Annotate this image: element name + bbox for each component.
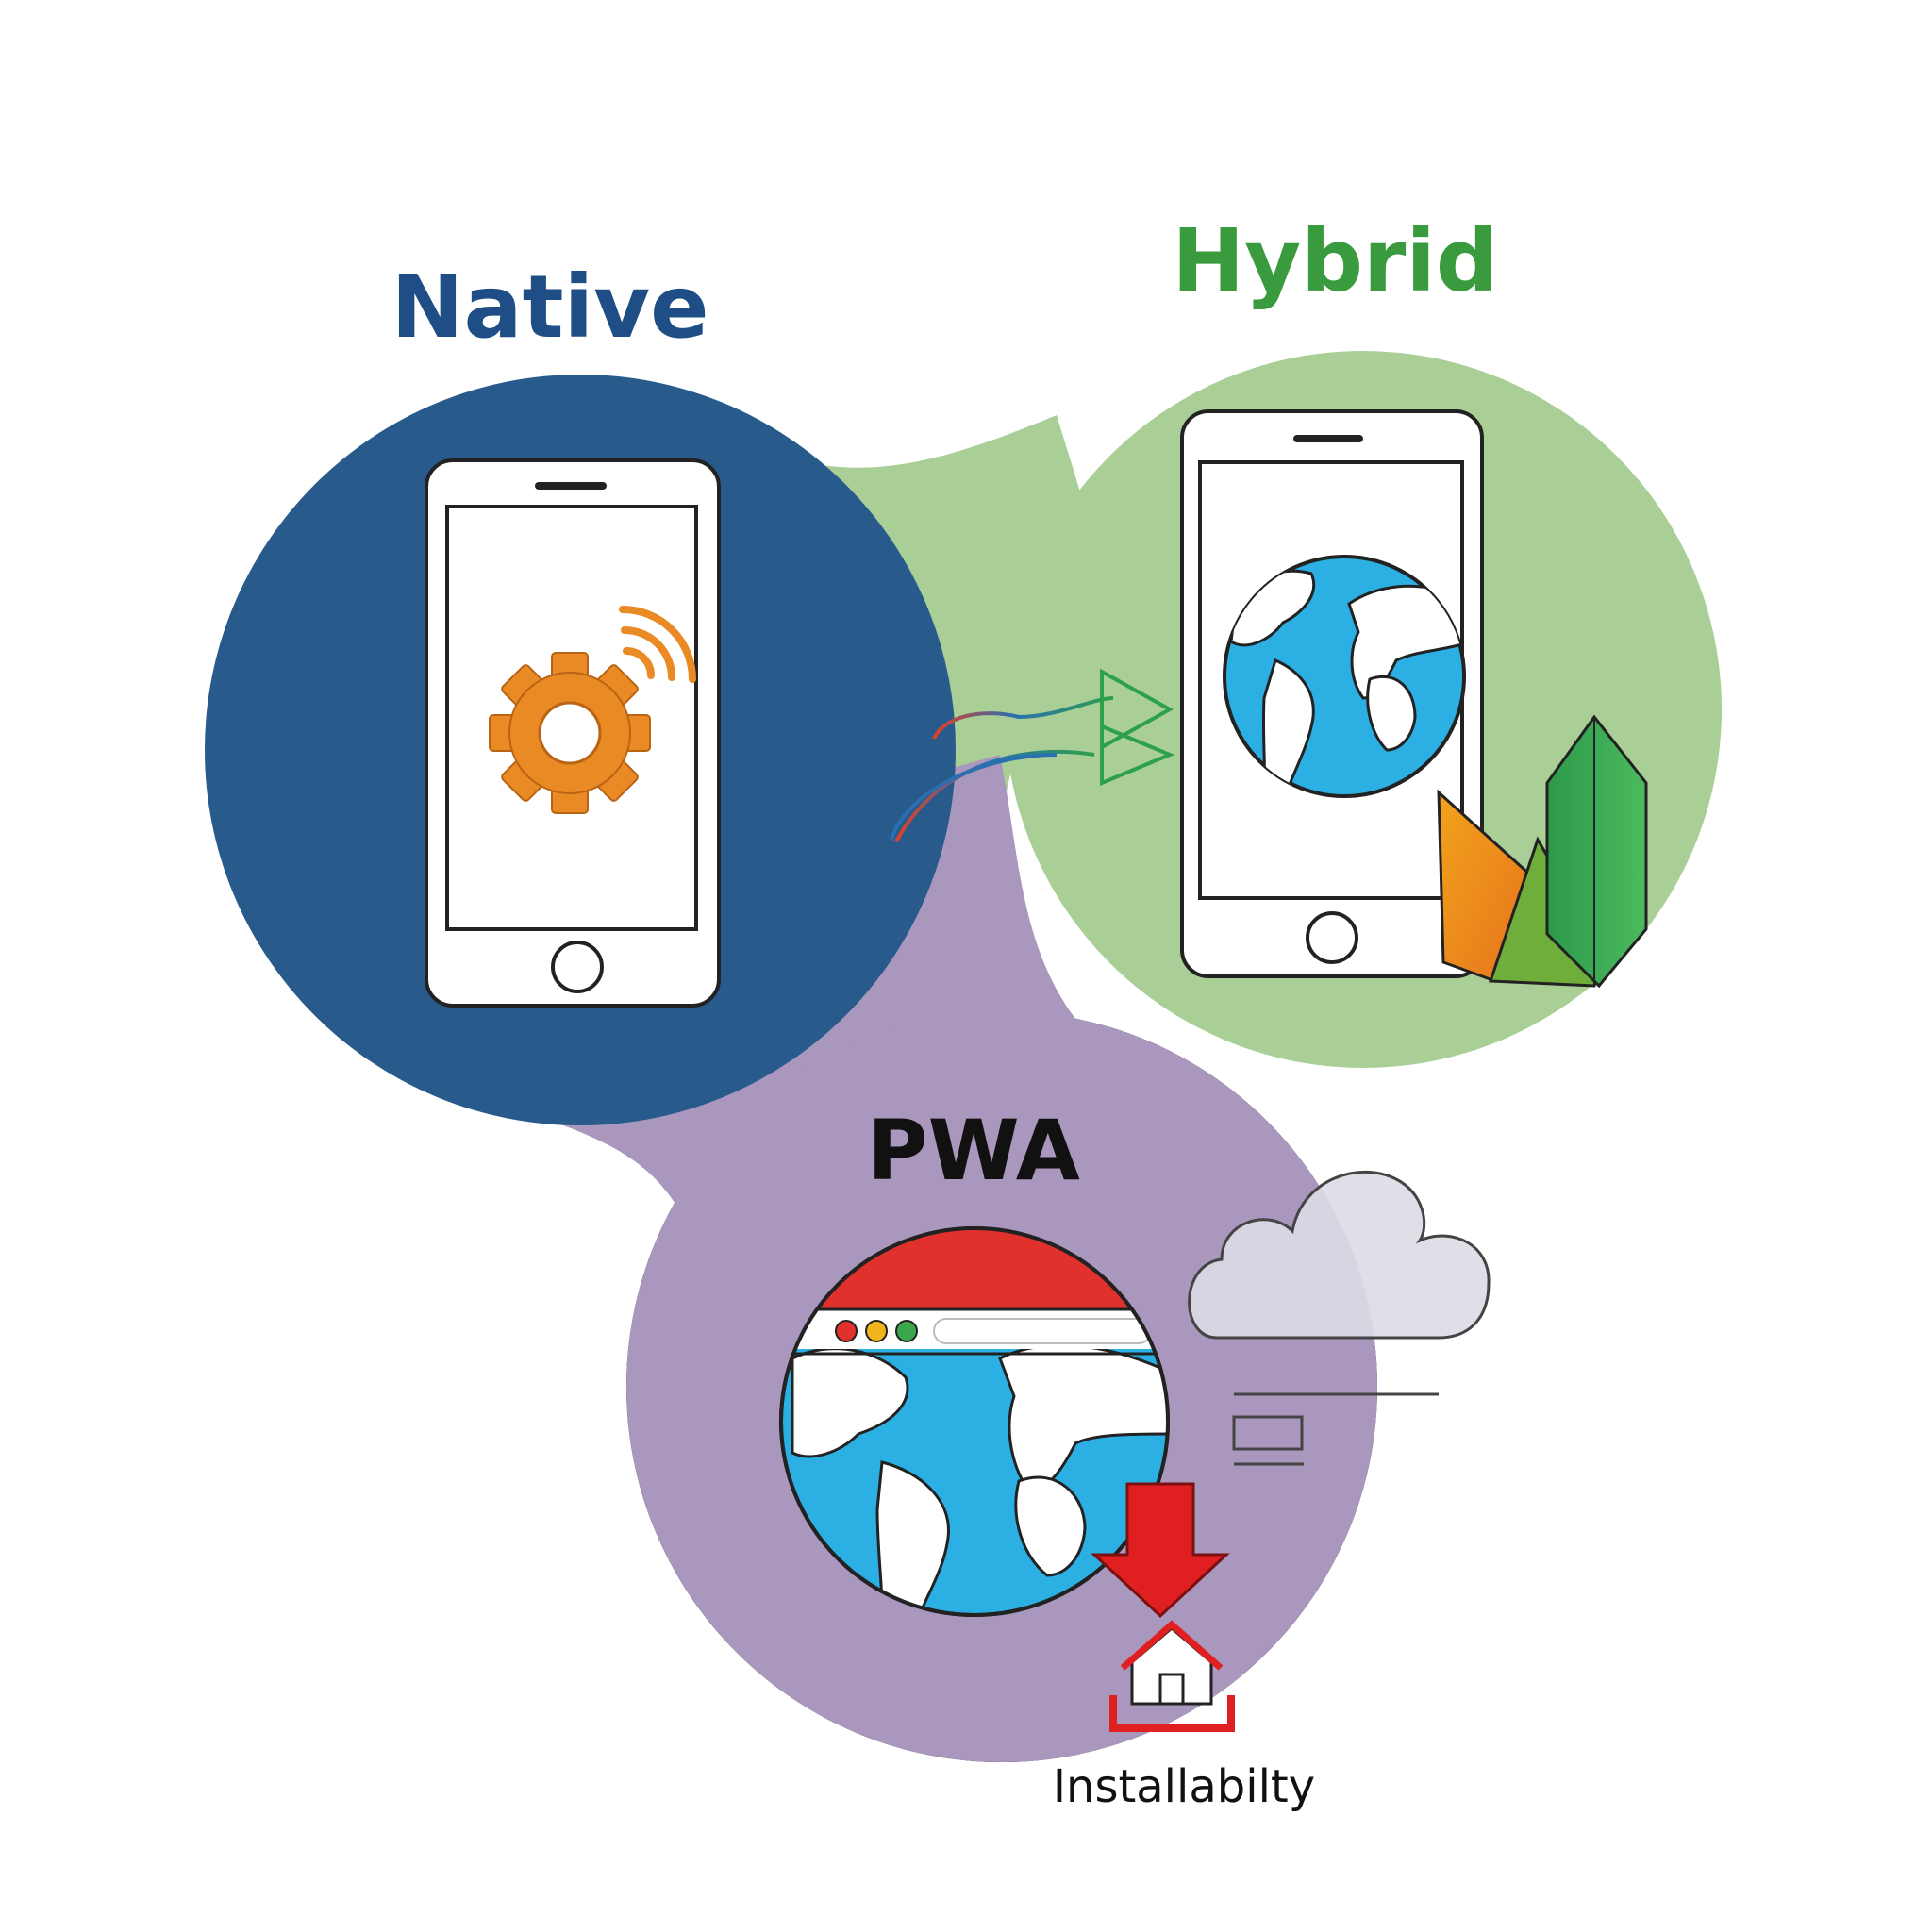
globe-icon xyxy=(1223,555,1466,798)
crystal-shapes-icon xyxy=(1437,714,1648,989)
browser-globe-icon xyxy=(779,1226,1170,1617)
installability-caption: Installabilty xyxy=(1053,1760,1315,1813)
home-install-icon xyxy=(1109,1620,1235,1732)
download-arrow-icon xyxy=(1091,1482,1230,1619)
pwa-label: PWA xyxy=(867,1102,1080,1199)
connector-arrows-icon xyxy=(890,668,1175,842)
native-label: Native xyxy=(391,257,709,358)
wifi-signal-icon xyxy=(619,606,696,683)
server-lines-icon xyxy=(1232,1392,1439,1466)
cloud-icon xyxy=(1188,1170,1491,1340)
gear-icon xyxy=(489,652,651,814)
hybrid-label: Hybrid xyxy=(1172,210,1498,311)
